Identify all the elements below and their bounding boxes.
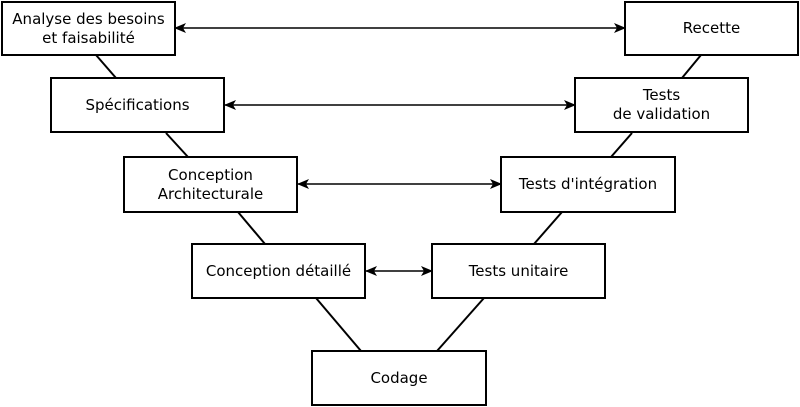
connector-tests-unitaires-tests-integration — [533, 211, 563, 245]
connector-codage-tests-unitaires — [436, 297, 485, 352]
node-tests-integration: Tests d'intégration — [500, 156, 676, 213]
node-analyse: Analyse des besoins et faisabilité — [1, 1, 176, 56]
connector-conception-detaillee-codage — [315, 297, 362, 352]
connector-tests-validation-recette — [681, 54, 702, 79]
node-recette: Recette — [624, 1, 799, 56]
connector-conception-architecturale-conception-detaillee — [237, 211, 266, 245]
node-tests-unitaires: Tests unitaire — [431, 243, 606, 299]
node-conception-detaillee: Conception détaillé — [191, 243, 366, 299]
node-codage: Codage — [311, 350, 487, 406]
connector-tests-integration-tests-validation — [610, 132, 633, 158]
node-tests-validation: Tests de validation — [574, 77, 749, 133]
node-conception-architecturale: Conception Architecturale — [123, 156, 298, 213]
node-specifications: Spécifications — [50, 77, 225, 133]
connector-analyse-specifications — [95, 54, 117, 79]
connector-specifications-conception-architecturale — [165, 132, 189, 158]
